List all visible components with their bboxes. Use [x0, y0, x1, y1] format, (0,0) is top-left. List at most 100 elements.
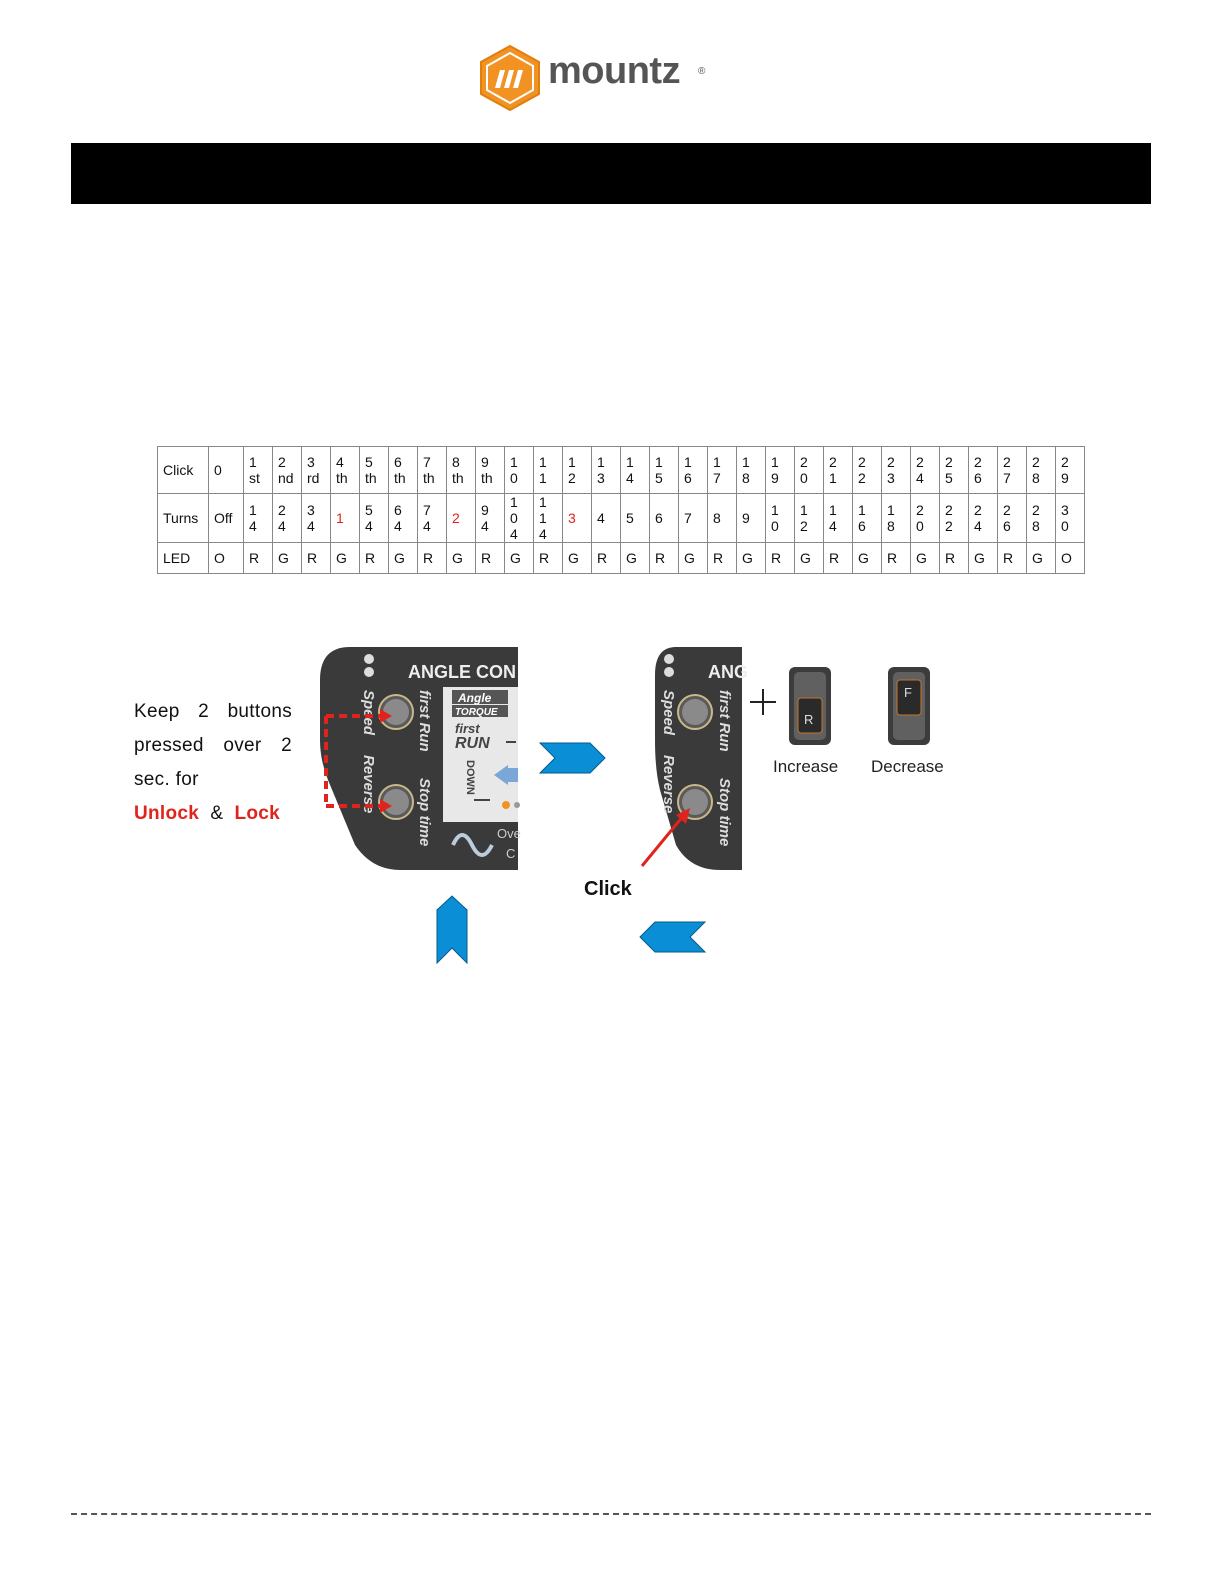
brand-name: mountz — [548, 50, 681, 92]
table-cell: G — [620, 542, 650, 574]
table-cell: 2 0 — [910, 493, 940, 543]
table-cell: R — [939, 542, 969, 574]
table-cell: 1 9 — [765, 446, 795, 494]
chevron-up-arrow — [436, 895, 468, 965]
table-cell: 2 7 — [997, 446, 1027, 494]
decrease-label: Decrease — [871, 757, 944, 776]
table-cell: 1 1 — [533, 446, 563, 494]
screen-down: DOWN — [464, 760, 476, 795]
table-cell: G — [852, 542, 882, 574]
row-header: LED — [157, 542, 209, 574]
table-cell: 2 6 — [968, 446, 998, 494]
registered-mark: ® — [698, 66, 706, 77]
screen-first: first — [455, 721, 480, 736]
table-cell: 5 4 — [359, 493, 389, 543]
right-control-panel: ANG Speed first Run Reverse Stop time — [655, 647, 748, 870]
table-cell: 2 nd — [272, 446, 302, 494]
plus-icon — [750, 689, 776, 715]
table-cell: 1 3 — [591, 446, 621, 494]
table-cell: 1 6 — [678, 446, 708, 494]
label-stop-time: Stop time — [416, 778, 433, 846]
table-cell: R — [997, 542, 1027, 574]
label-first-run: first Run — [416, 690, 433, 752]
table-cell: Off — [208, 493, 244, 543]
switch-r-letter: R — [804, 712, 813, 727]
instruction-line-3: sec. for — [134, 769, 199, 790]
mountz-hex-icon — [480, 44, 540, 112]
table-cell: G — [504, 542, 534, 574]
table-cell: 3 4 — [301, 493, 331, 543]
instruction-line-1: Keep 2 buttons — [134, 701, 292, 722]
table-cell: 2 4 — [272, 493, 302, 543]
table-cell: 4 — [591, 493, 621, 543]
table-cell: 6 th — [388, 446, 418, 494]
table-cell: G — [794, 542, 824, 574]
table-cell: 1 2 — [794, 493, 824, 543]
label-speed: Speed — [360, 690, 377, 736]
table-cell: R — [591, 542, 621, 574]
table-cell: 1 7 — [707, 446, 737, 494]
increase-label: Increase — [773, 757, 839, 776]
table-cell: 1 st — [243, 446, 273, 494]
table-cell: 7 4 — [417, 493, 447, 543]
table-cell: 1 8 — [736, 446, 766, 494]
table-cell: 1 6 — [852, 493, 882, 543]
panel-title-left: ANGLE CON — [408, 662, 516, 682]
table-cell: 2 6 — [997, 493, 1027, 543]
table-cell: 2 9 — [1055, 446, 1085, 494]
right-label-speed: Speed — [660, 690, 677, 736]
table-cell: G — [562, 542, 592, 574]
screen-ove: Ove — [497, 826, 521, 841]
switch-decrease: F — [888, 667, 930, 745]
lock-label: Lock — [234, 803, 281, 824]
row-header: Turns — [157, 493, 209, 543]
label-reverse: Reverse — [360, 755, 377, 813]
table-cell: R — [881, 542, 911, 574]
table-cell: 2 1 — [823, 446, 853, 494]
table-cell: 1 1 4 — [533, 493, 563, 543]
instruction-line-2: pressed over 2 — [134, 735, 292, 756]
table-cell: 9 — [736, 493, 766, 543]
table-cell: R — [417, 542, 447, 574]
table-cell: G — [1026, 542, 1056, 574]
table-cell: R — [823, 542, 853, 574]
click-label: Click — [584, 878, 632, 900]
lock-instruction: Keep 2 buttons pressed over 2 sec. for U… — [134, 695, 292, 831]
table-cell: 2 5 — [939, 446, 969, 494]
table-cell: G — [678, 542, 708, 574]
left-control-panel: ANGLE CON Speed first Run Reverse Stop t… — [320, 647, 521, 870]
switch-f-letter: F — [904, 685, 912, 700]
dual-press-indicator — [324, 709, 392, 813]
panel-title-right: ANG — [708, 662, 748, 682]
right-label-first-run: first Run — [716, 690, 733, 752]
table-cell: 4 th — [330, 446, 360, 494]
screen-run: RUN — [455, 735, 490, 752]
table-cell: R — [649, 542, 679, 574]
table-cell: 7 th — [417, 446, 447, 494]
mountz-logo: mountz ® — [478, 44, 718, 114]
table-cell: 3 — [562, 493, 592, 543]
table-cell: R — [707, 542, 737, 574]
row-header: Click — [157, 446, 209, 494]
table-cell: G — [736, 542, 766, 574]
header-banner — [71, 143, 1151, 204]
footer-divider — [71, 1513, 1151, 1515]
table-cell: R — [359, 542, 389, 574]
table-cell: 1 2 — [562, 446, 592, 494]
table-cell: 3 0 — [1055, 493, 1085, 543]
unlock-label: Unlock — [134, 803, 200, 824]
table-cell: 2 0 — [794, 446, 824, 494]
table-cell: R — [301, 542, 331, 574]
table-cell: O — [1055, 542, 1085, 574]
ampersand: & — [210, 803, 224, 824]
table-cell: 2 4 — [910, 446, 940, 494]
table-cell: 1 0 4 — [504, 493, 534, 543]
screen-angle: Angle — [457, 691, 492, 705]
screen-c: C — [506, 846, 515, 861]
table-cell: G — [272, 542, 302, 574]
chevron-left-arrow — [639, 921, 707, 953]
